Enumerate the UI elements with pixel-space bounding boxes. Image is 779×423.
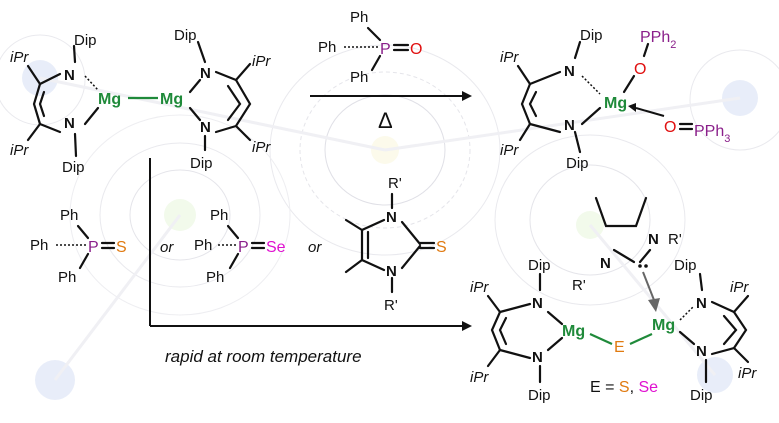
bottom-n-3: N (696, 295, 707, 312)
n-label-2: N (64, 115, 75, 132)
top-product-n-2: N (564, 117, 575, 134)
bottom-mg-1: Mg (562, 323, 585, 340)
nhc-r-1: R' (668, 231, 682, 248)
ipr-label-1: iPr (10, 49, 29, 66)
n-label-3: N (200, 65, 211, 82)
nhc-r-2: R' (572, 277, 586, 294)
bottom-ipr-4: iPr (738, 365, 757, 382)
bottom-ipr-1: iPr (470, 279, 489, 296)
ps-ph-2: Ph (30, 237, 48, 254)
ipr-label-3: iPr (252, 53, 271, 70)
pph3-label: PPh3 (694, 123, 730, 145)
heat-symbol: Δ (378, 108, 393, 133)
top-product-o-2: O (664, 119, 676, 136)
nhc-n-1: N (648, 231, 659, 248)
ps-s: S (116, 239, 127, 256)
mg-label-2: Mg (160, 91, 183, 108)
pse-p: P (238, 239, 249, 256)
thione-s: S (436, 239, 447, 256)
bottom-n-1: N (532, 295, 543, 312)
n-label-4: N (200, 119, 211, 136)
dip-label-1: Dip (74, 32, 97, 49)
ph-label-2: Ph (318, 39, 336, 56)
ps-ph-3: Ph (58, 269, 76, 286)
ps-ph-1: Ph (60, 207, 78, 224)
bottom-n-4: N (696, 343, 707, 360)
top-product-dip-1: Dip (580, 27, 603, 44)
lower-reaction-arrow (149, 158, 472, 331)
top-product-ipr-1: iPr (500, 49, 519, 66)
bottom-dip-4: Dip (690, 387, 713, 404)
top-product-o-1: O (634, 61, 646, 78)
ps-p: P (88, 239, 99, 256)
reagent-ph3ps: Ph Ph Ph P S (30, 207, 127, 286)
bottom-ipr-3: iPr (730, 279, 749, 296)
pse-ph-1: Ph (210, 207, 228, 224)
thione-r-1: R' (388, 175, 402, 192)
bottom-dip-2: Dip (528, 387, 551, 404)
top-product-mg: Mg (604, 95, 627, 112)
bottom-n-2: N (532, 349, 543, 366)
pse-ph-2: Ph (194, 237, 212, 254)
ph-label-3: Ph (350, 69, 368, 86)
reactant-mg-dimer: iPr iPr Dip Dip N N Mg Mg N N Dip Dip iP… (10, 27, 271, 176)
nhc-n-2: N (600, 255, 611, 272)
thione-n-2: N (386, 263, 397, 280)
ipr-label-4: iPr (252, 139, 271, 156)
dip-label-2: Dip (62, 159, 85, 176)
ipr-label-2: iPr (10, 142, 29, 159)
dip-label-4: Dip (190, 155, 213, 172)
bottom-e: E (614, 339, 625, 356)
p-label-top: P (380, 41, 391, 58)
reagent-ph3po: Ph Ph Ph P O (318, 9, 422, 86)
o-label-top: O (410, 41, 422, 58)
dip-label-3: Dip (174, 27, 197, 44)
pse-se: Se (266, 239, 286, 256)
pph2-label: PPh2 (640, 29, 676, 51)
pse-ph-3: Ph (206, 269, 224, 286)
n-label-1: N (64, 67, 75, 84)
thione-r-2: R' (384, 297, 398, 314)
bottom-dip-1: Dip (528, 257, 551, 274)
product-top-right: iPr iPr Dip Dip N N Mg O PPh2 O PPh3 (500, 27, 730, 172)
top-product-ipr-2: iPr (500, 142, 519, 159)
mg-label-1: Mg (98, 91, 121, 108)
ph-label-1: Ph (350, 9, 368, 26)
bottom-ipr-2: iPr (470, 369, 489, 386)
top-product-dip-2: Dip (566, 155, 589, 172)
or-label-2: or (308, 239, 322, 256)
thione-n-1: N (386, 209, 397, 226)
top-product-n-1: N (564, 63, 575, 80)
bottom-mg-2: Mg (652, 317, 675, 334)
reagent-ph3pse: Ph Ph Ph P Se (194, 207, 286, 286)
bottom-dip-3: Dip (674, 257, 697, 274)
reagent-thione: R' R' N N S (344, 175, 447, 314)
top-reaction-arrow (310, 91, 472, 101)
condition-text: rapid at room temperature (165, 347, 362, 366)
product-bottom-right: N N R' R' iPr iPr N N Dip Dip Mg E Mg (470, 196, 757, 404)
element-legend: E = S, Se (590, 379, 658, 396)
or-label-1: or (160, 239, 174, 256)
